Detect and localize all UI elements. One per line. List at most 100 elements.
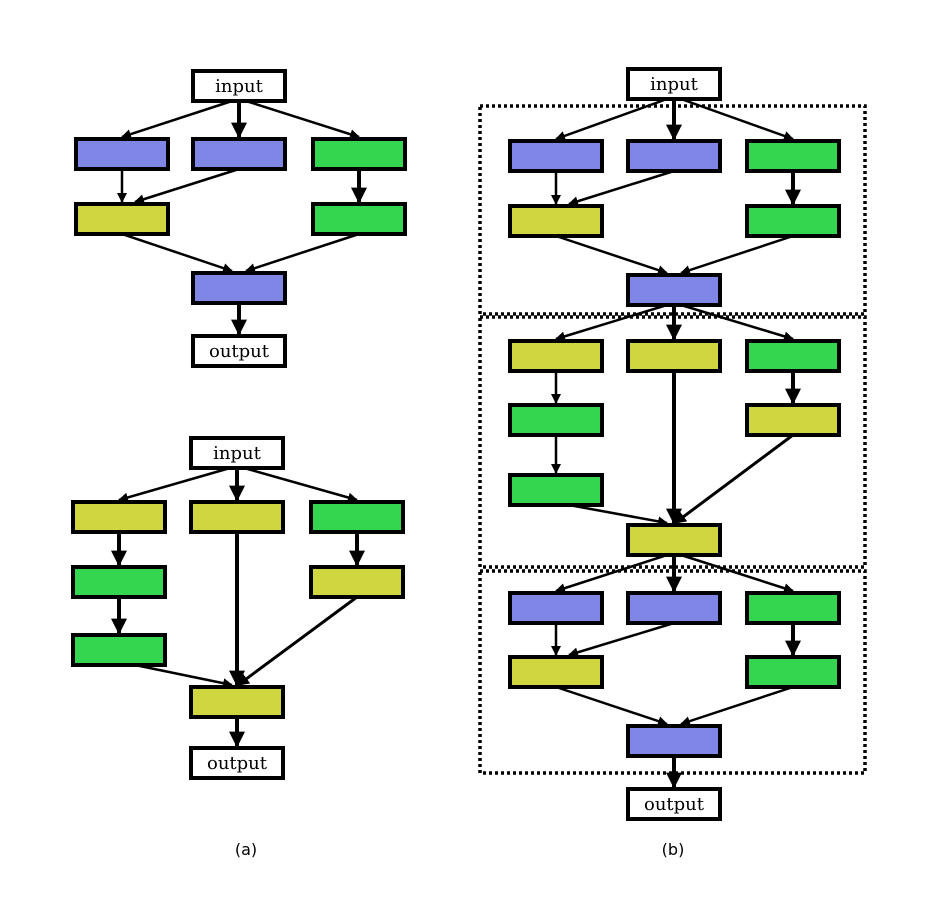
b1-edge-bm-yl [568,169,675,207]
a2-green-left-3 [71,633,167,667]
b2-edge-m-right [680,303,794,342]
a1-green-right-2 [311,202,407,236]
a2-green-right [309,500,405,534]
a1-green-right-2-rect [311,202,407,236]
b1-green-right-2-rect [745,204,841,238]
b1-yellow-left [508,204,604,238]
b1-green-right-2 [745,204,841,238]
a1-input: input [191,69,287,103]
b2-yellow-merge [626,523,722,557]
b2-yellow-mid [626,339,722,373]
b3-edge-bm-yl [568,621,675,658]
b2-yellow-left [508,339,604,373]
b1-green-right [745,139,841,173]
a1-output-label: output [209,341,270,362]
b-output-rect [626,787,722,821]
a2-green-left-2-rect [71,565,167,599]
b3-blue-left-rect [508,591,604,625]
a1-yellow-left-rect [74,202,170,236]
a2-edge-yr2-merge [237,595,358,687]
b1-yellow-left-rect [508,204,604,238]
b3-green-right-2 [745,655,841,689]
b2-green-left-3-rect [508,473,604,507]
a2-yellow-mid-rect [189,500,285,534]
a2-output-label: output [207,753,268,774]
b3-green-right-rect [745,591,841,625]
b1-blue-left-rect [508,139,604,173]
a1-edge-gr2-merge [245,232,360,273]
a2-edge-gl3-merge [134,663,233,689]
a1-input-rect [191,69,287,103]
a2-green-left-3-rect [71,633,167,667]
a2-input-rect [189,436,285,470]
b2-green-right [745,339,841,373]
a1-green-right [311,137,407,171]
a2-input-label: input [213,443,261,464]
a2-yellow-left [71,500,167,534]
a1-output-rect [191,334,287,368]
b-input-label: input [650,74,698,95]
b-output: output [626,787,722,821]
b1-edge-yl-merge [555,234,668,275]
b2-edge-m-left [555,303,668,342]
b3-edge-yl-merge [555,685,668,726]
b1-edge-in-left [555,97,668,141]
b3-blue-mid [626,591,722,625]
b2-edge-yr2-merge [674,433,794,525]
b1-green-right-rect [745,139,841,173]
a2-yellow-right-2 [309,565,405,599]
b1-blue-merge [626,273,722,307]
a1-blue-merge-rect [191,271,287,305]
b2-green-right-rect [745,339,841,373]
a2-output-rect [189,746,285,780]
a2-edge-in-right [243,466,358,503]
b1-blue-merge-rect [626,273,722,307]
a2-yellow-mid [189,500,285,534]
b3-blue-merge-rect [626,724,722,758]
a2-yellow-right-2-rect [309,565,405,599]
b2-yellow-merge-rect [626,523,722,557]
b1-edge-in-right [680,97,794,141]
a1-blue-mid-rect [191,137,287,171]
a1-input-label: input [215,76,263,97]
a1-edge-bm-yl [134,167,240,205]
a1-blue-left [74,137,170,171]
a1-edge-in-right [245,99,360,140]
a2-yellow-merge-rect [189,685,285,719]
a1-edge-yl-merge [121,232,233,273]
b-output-label: output [644,794,705,815]
a2-output: output [189,746,285,780]
a1-yellow-left [74,202,170,236]
a1-green-right-rect [311,137,407,171]
a2-input: input [189,436,285,470]
b1-blue-mid [626,139,722,173]
caption-a: (a) [235,840,257,859]
a2-green-left-2 [71,565,167,599]
b2-yellow-left-rect [508,339,604,373]
b1-blue-left [508,139,604,173]
b3-green-right [745,591,841,625]
a1-blue-mid [191,137,287,171]
b3-yellow-left-rect [508,655,604,689]
b2-yellow-mid-rect [626,339,722,373]
b-input-rect [626,67,722,101]
a1-blue-merge [191,271,287,305]
a2-green-right-rect [309,500,405,534]
b2-yellow-right-2 [745,403,841,437]
a2-yellow-left-rect [71,500,167,534]
b3-edge-gr2-merge [680,685,794,726]
b3-blue-mid-rect [626,591,722,625]
b2-green-left-2 [508,403,604,437]
b3-blue-left [508,591,604,625]
a2-edge-in-left [118,466,231,503]
b3-edge-m-right [680,553,794,594]
b1-blue-mid-rect [626,139,722,173]
b2-yellow-right-2-rect [745,403,841,437]
a1-edge-in-left [121,99,233,139]
a1-blue-left-rect [74,137,170,171]
b3-edge-m-left [555,553,668,593]
a2-yellow-merge [189,685,285,719]
b2-green-left-3 [508,473,604,507]
caption-b: (b) [662,840,685,859]
